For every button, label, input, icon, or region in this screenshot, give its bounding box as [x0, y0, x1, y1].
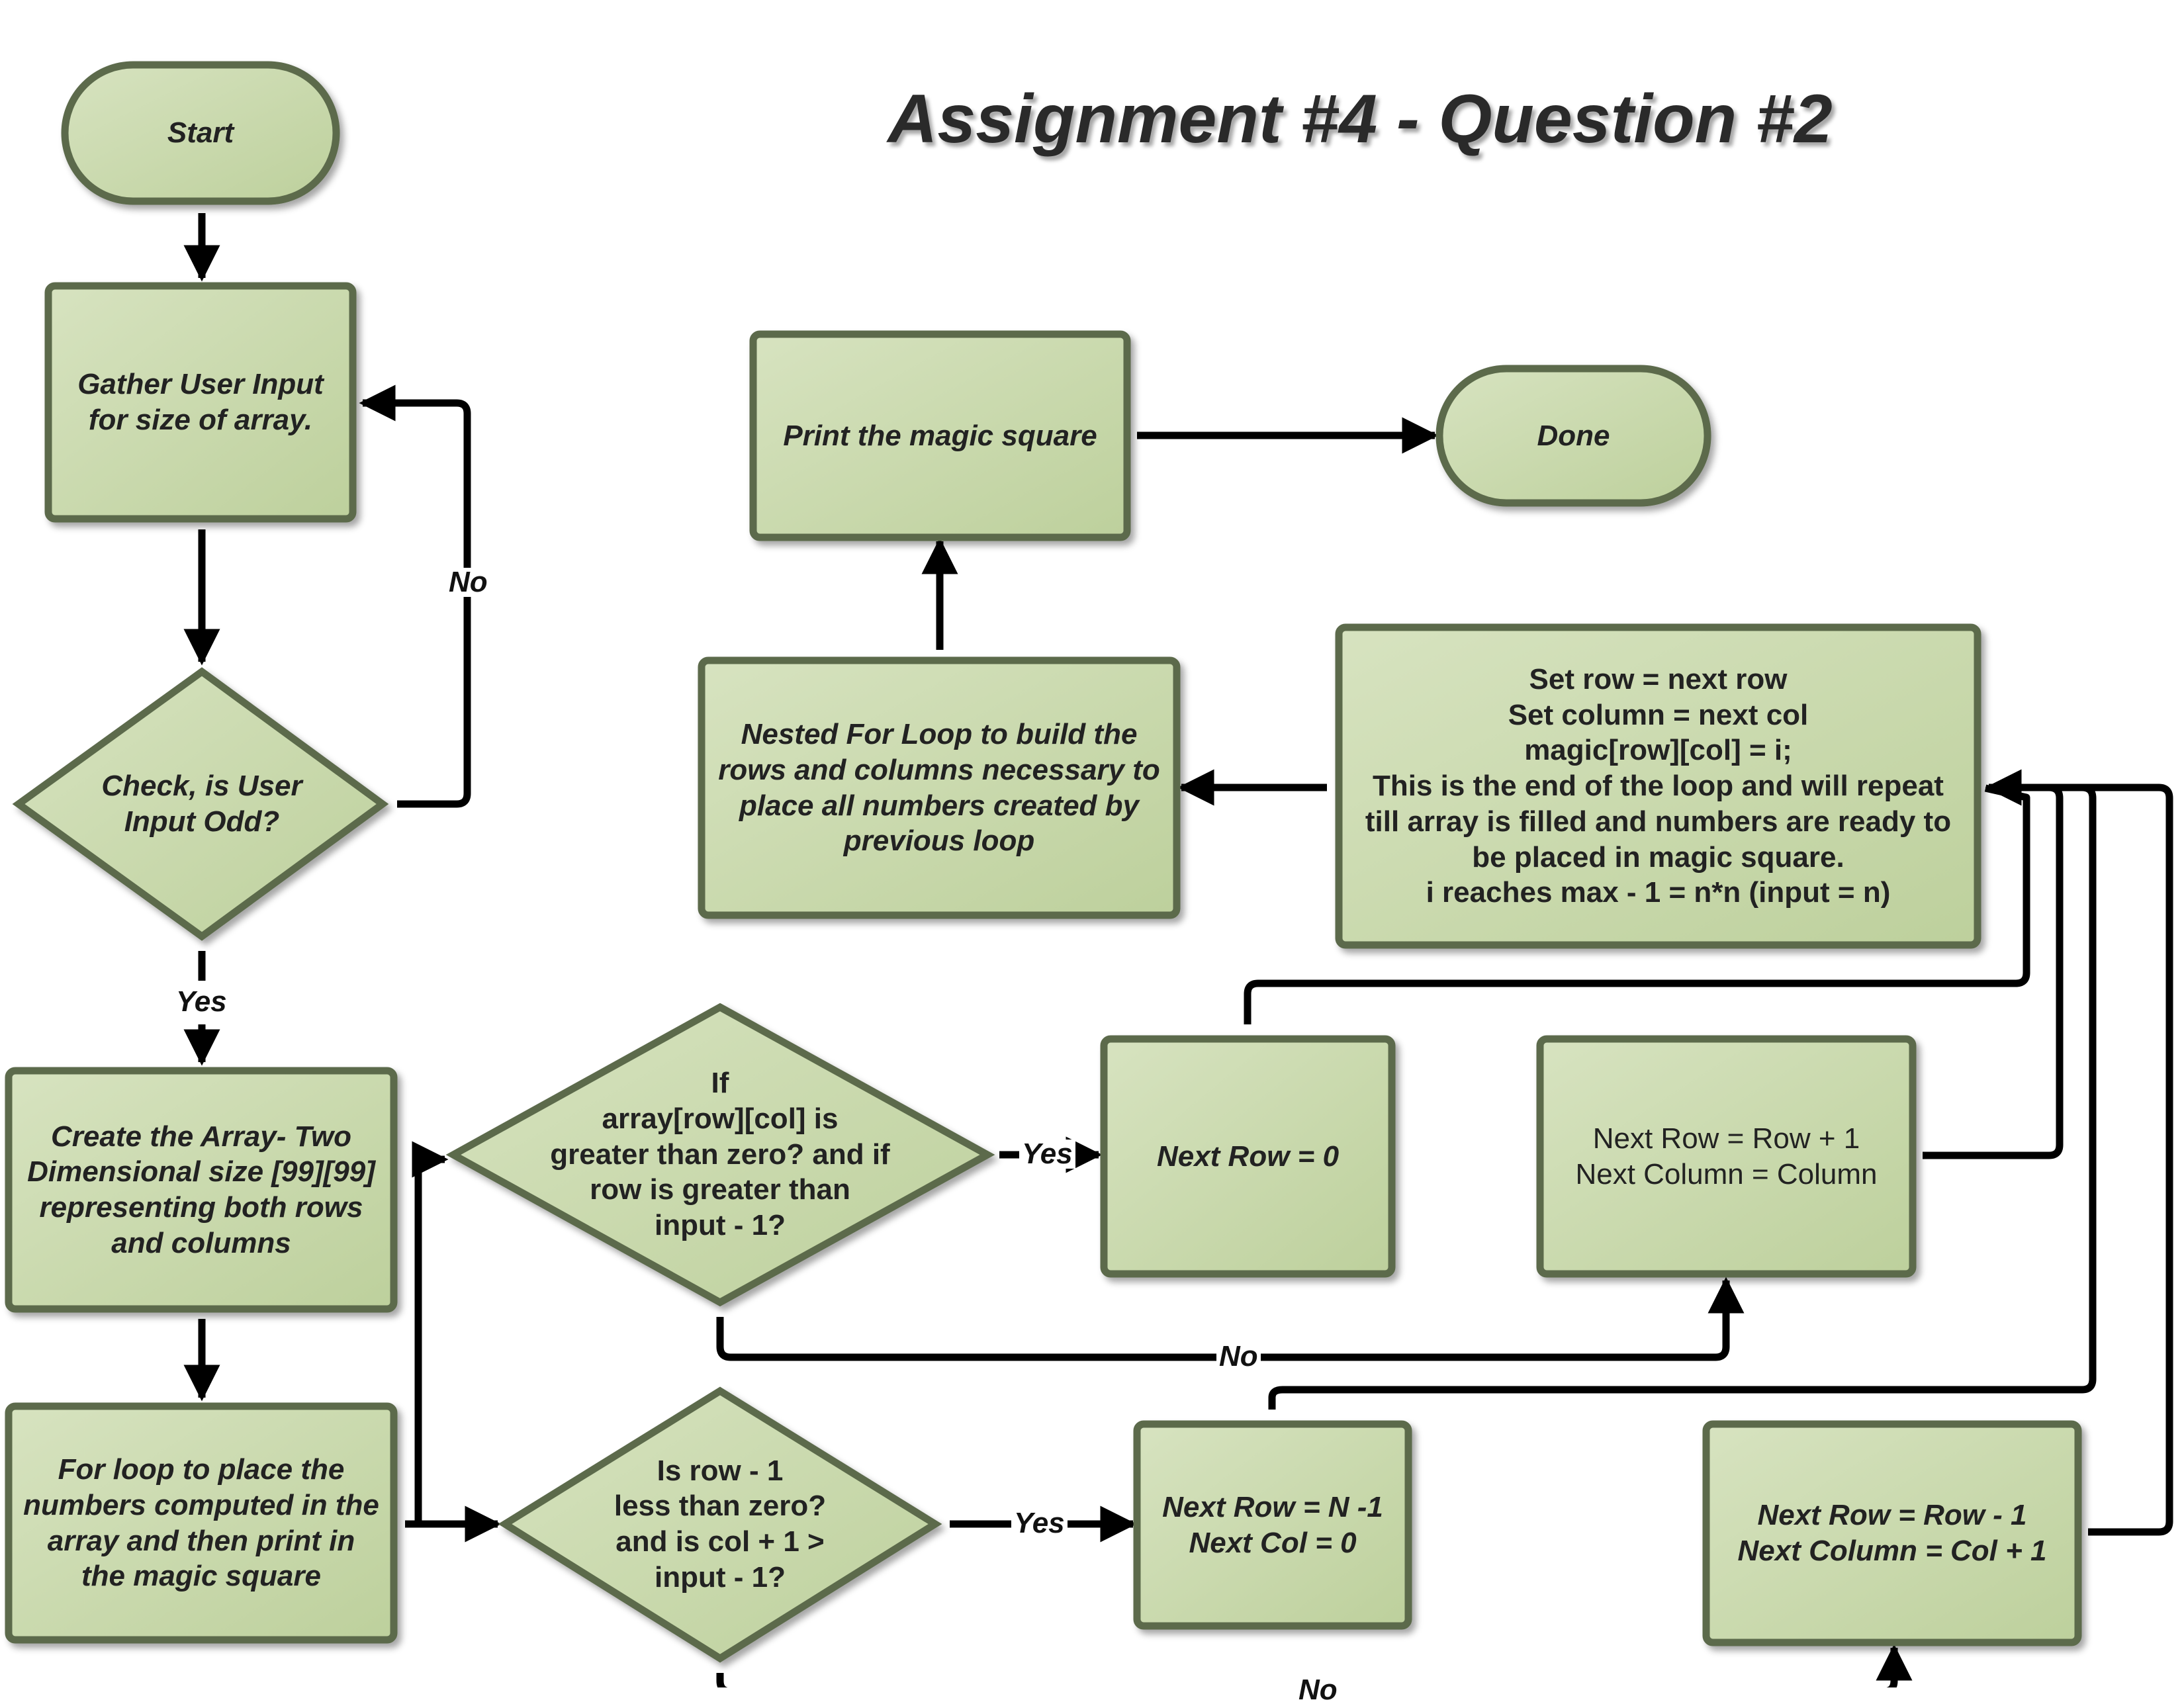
label-yes-odd: Yes — [173, 987, 230, 1016]
nested-loop-process: Nested For Loop to build the rows and co… — [718, 718, 1160, 858]
next-row-minus-shape — [1702, 1420, 2082, 1646]
next-row-n-shape — [1133, 1420, 1412, 1630]
label-no-input: No — [446, 568, 490, 597]
create-array-shape — [5, 1067, 398, 1313]
gather-input-process: Gather User Input for size of array. — [77, 368, 324, 436]
check-odd-shape — [12, 667, 389, 941]
next-row-plus-process: Next Row = Row + 1 Next Column = Column — [1575, 1122, 1878, 1190]
label-yes-row: Yes — [1011, 1509, 1068, 1538]
check-odd-decision: Check, is User Input Odd? — [101, 770, 302, 838]
connectors — [183, 213, 2173, 1687]
for-loop-process: For loop to place the numbers computed i… — [23, 1453, 379, 1593]
for-loop-shape — [5, 1402, 398, 1644]
label-no-row: No — [1296, 1676, 1340, 1705]
create-array-process: Create the Array- Two Dimensional size [… — [27, 1120, 375, 1259]
set-row-shape — [1335, 623, 1981, 949]
gather-input-shape — [44, 282, 357, 523]
check-row-col-decision: Is row - 1 less than zero? and is col + … — [614, 1454, 827, 1594]
next-row-zero-shape — [1100, 1035, 1396, 1278]
nested-loop-shape — [698, 656, 1181, 919]
arrow-check-no-to-gather — [359, 384, 471, 808]
arrow-forloop-to-arraycheck — [412, 1141, 449, 1524]
next-row-plus-shape — [1536, 1035, 1917, 1278]
print-square-shape — [749, 330, 1131, 541]
start-terminal: Start — [167, 116, 234, 150]
arrow-nextrow0-to-setrow — [1244, 784, 2030, 1024]
next-row-n-process: Next Row = N -1 Next Col = 0 — [1162, 1490, 1383, 1559]
start-terminal-shape — [61, 61, 340, 205]
arrow-rowcheck-no — [716, 1644, 1913, 1687]
check-row-col-shape — [498, 1386, 942, 1663]
label-yes-array: Yes — [1019, 1140, 1075, 1169]
shapes — [5, 61, 2082, 1663]
done-terminal-shape — [1435, 365, 1711, 507]
set-row-process: Set row = next row Set column = next col… — [1365, 663, 1952, 909]
label-no-array: No — [1216, 1342, 1261, 1371]
print-square-process: Print the magic square — [783, 419, 1097, 452]
check-array-shape — [445, 1003, 995, 1307]
arrow-nextrowminus-to-setrow — [1985, 769, 2173, 1536]
check-array-decision: If array[row][col] is greater than zero?… — [550, 1067, 890, 1241]
next-row-minus-process: Next Row = Row - 1 Next Column = Col + 1 — [1737, 1499, 2047, 1567]
done-terminal: Done — [1537, 419, 1610, 452]
diagram-title: Assignment #4 - Question #2 — [887, 81, 1833, 157]
next-row-zero-process: Next Row = 0 — [1156, 1140, 1340, 1173]
